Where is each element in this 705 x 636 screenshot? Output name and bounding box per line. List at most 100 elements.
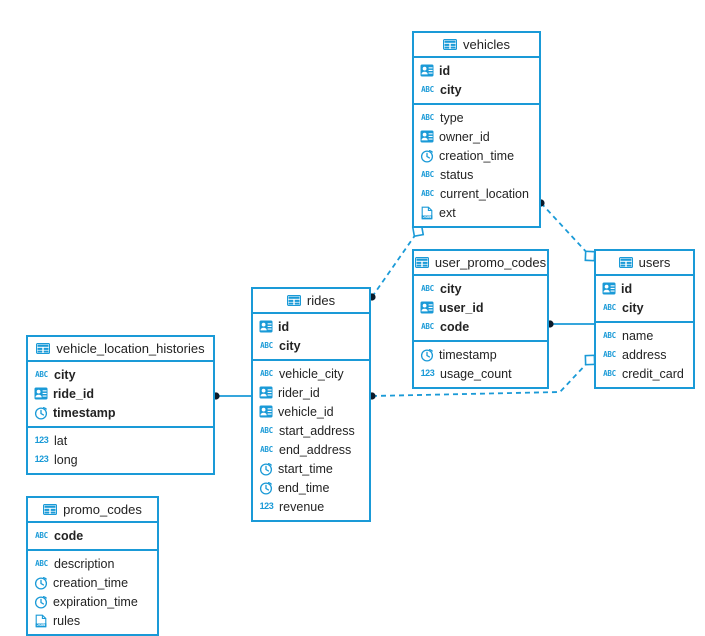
column-row[interactable]: ABC type [414, 108, 539, 127]
column-row[interactable]: timestamp [414, 345, 547, 364]
table-header-vehicles[interactable]: vehicles [414, 33, 539, 58]
column-name: lat [54, 433, 68, 448]
column-name: name [622, 328, 654, 343]
column-name: city [622, 300, 644, 315]
column-name: usage_count [440, 366, 512, 381]
column-row[interactable]: ABC end_address [253, 440, 369, 459]
column-name: start_address [279, 423, 355, 438]
column-row[interactable]: ABC city [596, 298, 693, 317]
id-badge-icon [420, 64, 434, 78]
column-row[interactable]: id [596, 279, 693, 298]
svg-text:JSON: JSON [37, 623, 45, 627]
column-row[interactable]: creation_time [28, 573, 157, 592]
column-name: creation_time [439, 148, 515, 163]
column-name: credit_card [622, 366, 684, 381]
column-row[interactable]: end_time [253, 478, 369, 497]
id-badge-icon [420, 130, 434, 144]
column-row[interactable]: user_id [414, 298, 547, 317]
column-row[interactable]: creation_time [414, 146, 539, 165]
table-header-promo_codes[interactable]: promo_codes [28, 498, 157, 523]
abc-icon: ABC [421, 321, 434, 331]
columns-section: timestamp 123 usage_count [414, 340, 547, 387]
column-name: expiration_time [53, 594, 138, 609]
abc-icon: ABC [421, 112, 434, 122]
table-title: rides [306, 293, 336, 308]
id-badge-icon [259, 320, 273, 334]
abc-icon: ABC [35, 369, 48, 379]
table-header-vehicle_location_histories[interactable]: vehicle_location_histories [28, 337, 213, 362]
123-icon: 123 [420, 368, 435, 378]
column-row[interactable]: id [253, 317, 369, 336]
column-name: id [439, 63, 451, 78]
clock-icon [259, 481, 273, 495]
table-header-rides[interactable]: rides [253, 289, 369, 314]
column-row[interactable]: id [414, 61, 539, 80]
column-name: rider_id [278, 385, 320, 400]
column-name: code [440, 319, 470, 334]
table-title: user_promo_codes [434, 255, 547, 270]
json-icon: JSON [34, 614, 48, 628]
column-row[interactable]: rider_id [253, 383, 369, 402]
abc-icon: ABC [603, 302, 616, 312]
table-title: promo_codes [63, 502, 142, 517]
relationship-user-promo-codes-to-users[interactable] [546, 320, 594, 328]
table-title: users [638, 255, 671, 270]
column-row[interactable]: owner_id [414, 127, 539, 146]
column-row[interactable]: timestamp [28, 403, 213, 422]
column-name: vehicle_id [278, 404, 334, 419]
abc-icon: ABC [421, 283, 434, 293]
table-icon [36, 342, 51, 356]
column-row[interactable]: ABC city [28, 365, 213, 384]
column-name: end_address [279, 442, 352, 457]
table-icon [443, 38, 458, 52]
column-row[interactable]: ABC code [414, 317, 547, 336]
column-name: city [54, 367, 76, 382]
column-row[interactable]: ride_id [28, 384, 213, 403]
clock-icon [34, 576, 48, 590]
table-header-users[interactable]: users [596, 251, 693, 276]
abc-icon: ABC [260, 444, 273, 454]
table-icon [414, 256, 429, 270]
column-row[interactable]: start_time [253, 459, 369, 478]
column-row[interactable]: vehicle_id [253, 402, 369, 421]
column-name: long [54, 452, 78, 467]
column-row[interactable]: expiration_time [28, 592, 157, 611]
column-row[interactable]: 123 usage_count [414, 364, 547, 383]
id-badge-icon [420, 301, 434, 315]
column-name: city [440, 82, 462, 97]
column-name: type [440, 110, 464, 125]
table-header-user_promo_codes[interactable]: user_promo_codes [414, 251, 547, 276]
clock-icon [420, 348, 434, 362]
relationship-vehicle-location-histories-to-rides[interactable] [212, 392, 251, 400]
abc-icon: ABC [421, 188, 434, 198]
